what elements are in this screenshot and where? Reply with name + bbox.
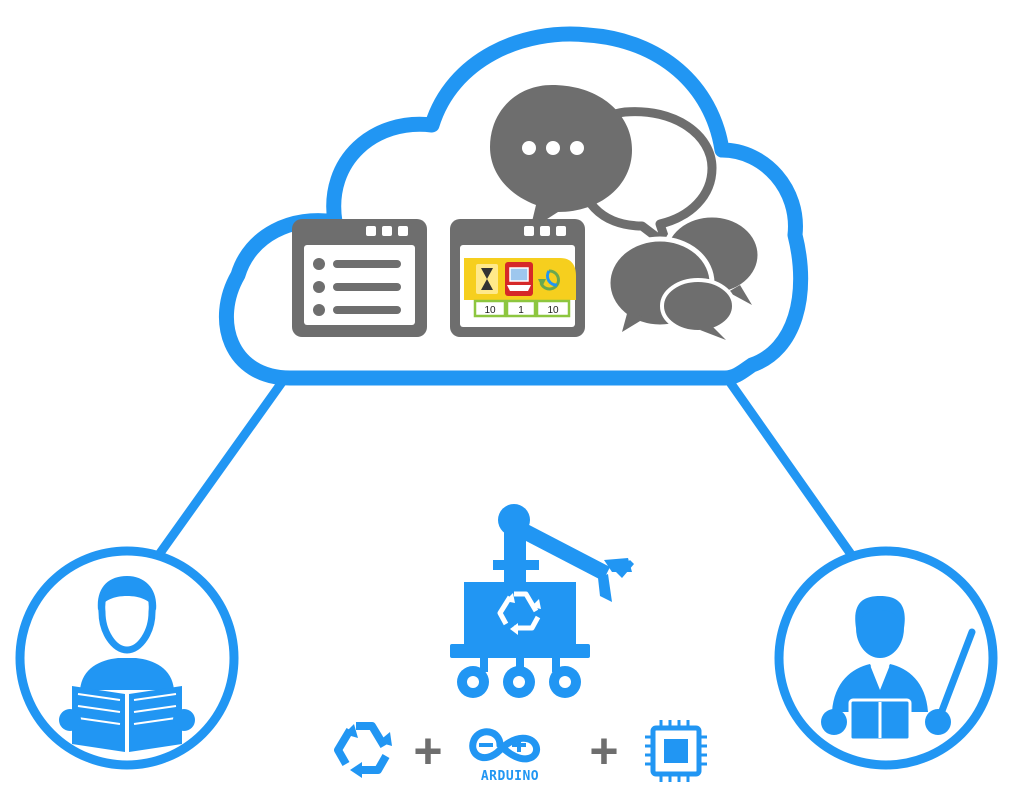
block-value-3: 10 (547, 305, 559, 316)
teacher-circle (774, 546, 998, 770)
connector-left (143, 373, 290, 575)
hourglass-icon (476, 264, 498, 294)
list-window-icon (292, 219, 427, 337)
plus-sign-1: + (413, 723, 442, 779)
block-value-1: 10 (484, 305, 496, 316)
plus-icon-2: + (589, 723, 618, 779)
laptop-icon (505, 262, 533, 296)
arduino-logo: ARDUINO (469, 728, 541, 784)
student-reading-icon (59, 576, 195, 752)
block-value-2: 1 (518, 305, 524, 316)
block-value-box-3 (535, 299, 571, 318)
plus-icon-1: + (413, 723, 442, 779)
recycle-icon (497, 591, 541, 635)
arduino-label: ARDUINO (481, 769, 539, 784)
conversation-icon (605, 212, 763, 340)
plus-sign-2: + (589, 723, 618, 779)
microchip-icon (645, 720, 707, 782)
student-circle (15, 546, 239, 770)
block-value-box-2 (505, 299, 537, 318)
chat-bubbles-icon (490, 85, 717, 250)
program-window-icon: 10 1 10 (450, 219, 585, 337)
teacher-pointer-icon (821, 596, 976, 742)
connector-right (722, 373, 867, 575)
cycle-icon (538, 269, 560, 291)
robot-arm-icon (450, 504, 634, 698)
block-value-box-1 (473, 299, 507, 318)
bottom-recycle-icon (334, 722, 392, 778)
